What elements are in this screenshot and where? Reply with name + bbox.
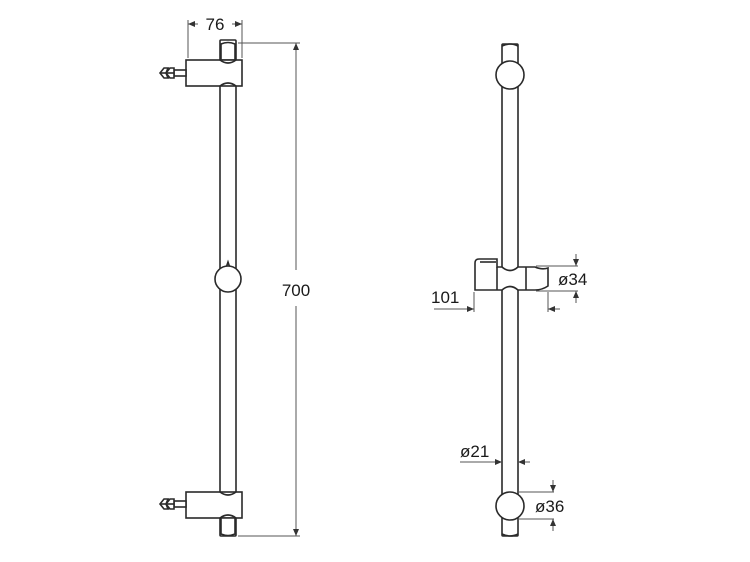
top-cap xyxy=(220,41,236,61)
dimension-label-700: 700 xyxy=(282,281,310,300)
bottom-bracket xyxy=(158,491,243,537)
dimension-bracket-depth: 76 xyxy=(187,15,243,58)
dimension-slider-diameter: ø34 xyxy=(536,254,587,303)
dimension-total-height: 700 xyxy=(238,42,310,537)
top-knob xyxy=(495,60,525,90)
slider xyxy=(474,258,549,291)
dimension-label-d36: ø36 xyxy=(535,497,564,516)
hose-connector-bottom-icon xyxy=(158,498,187,510)
dimension-rail-diameter: ø21 xyxy=(460,442,530,465)
dimension-label-d34: ø34 xyxy=(558,270,587,289)
dimension-label-76: 76 xyxy=(206,15,225,34)
front-view: ø34 101 ø21 ø36 xyxy=(431,43,587,537)
dimension-knob-diameter: ø36 xyxy=(518,480,564,531)
dimension-slider-projection: 101 xyxy=(431,288,560,312)
bottom-knob xyxy=(495,491,525,521)
rail-front xyxy=(501,43,519,537)
hose-connector-top-icon xyxy=(158,67,187,79)
dimension-label-101: 101 xyxy=(431,288,459,307)
top-bracket xyxy=(158,59,243,87)
side-view: 76 700 xyxy=(158,15,310,537)
dimension-label-d21: ø21 xyxy=(460,442,489,461)
middle-knob xyxy=(214,259,242,293)
